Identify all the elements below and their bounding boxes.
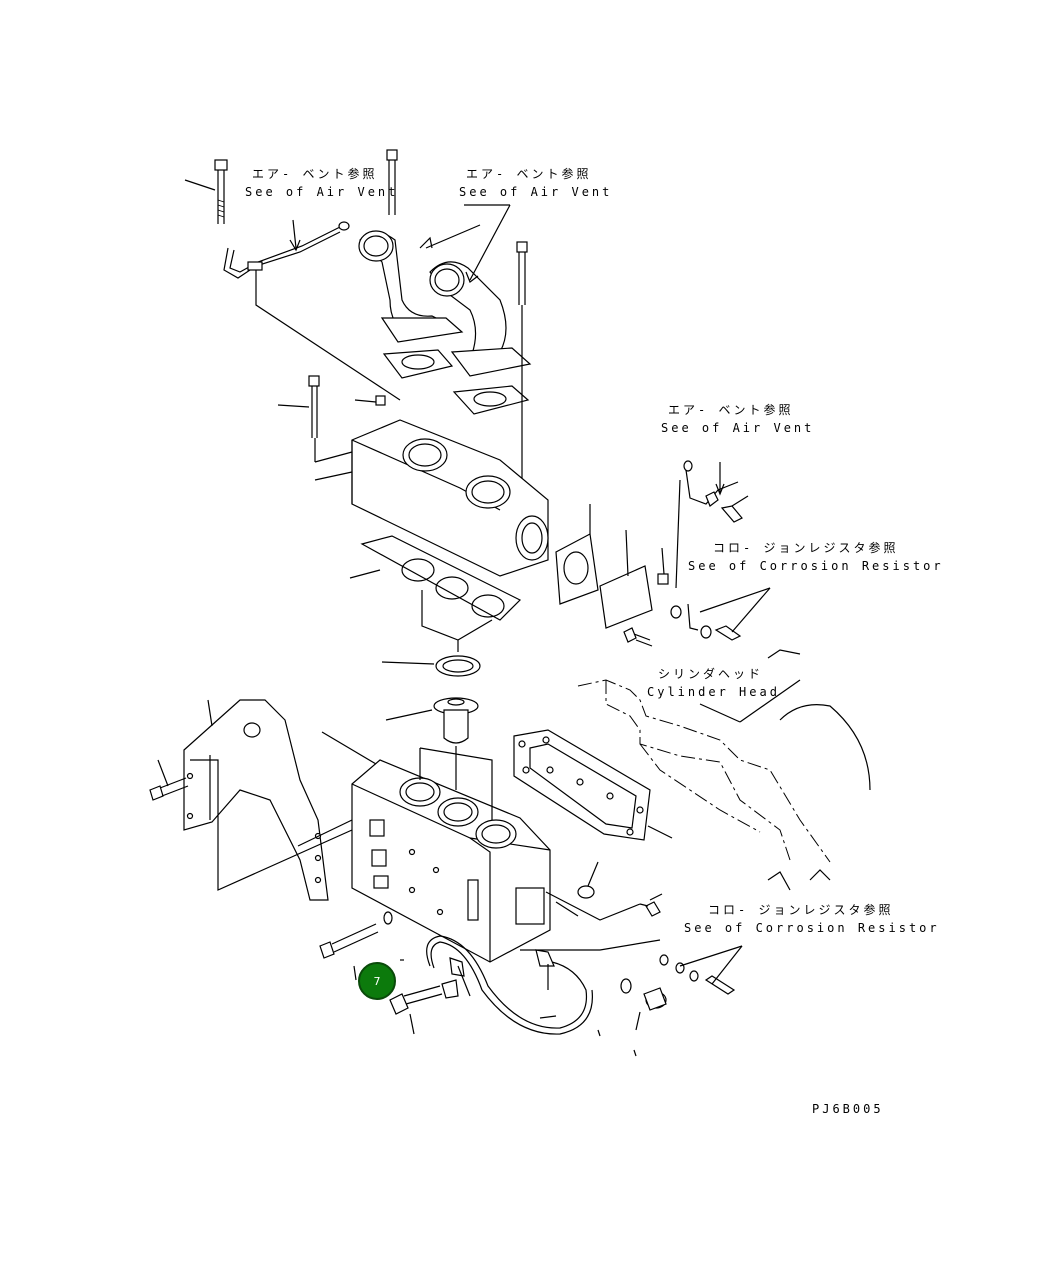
cylinder-head-label-en: Cylinder Head <box>647 685 780 699</box>
plug-bolt <box>597 978 667 1057</box>
bracket-bolt <box>149 759 189 801</box>
cylinder-head-outline <box>577 649 871 891</box>
corrosion-label-1-jp: コロ- ジョンレジスタ参照 <box>713 541 899 555</box>
corrosion-resistor-fittings-upper <box>670 587 771 641</box>
air-vent-tube <box>223 219 401 401</box>
drain-plug <box>555 861 599 917</box>
long-bolt <box>319 923 379 981</box>
top-left-bolt <box>184 159 228 224</box>
air-vent-label-1-en: See of Air Vent <box>245 185 399 199</box>
thermostat-housing-upper <box>277 375 549 577</box>
corrosion-resistor-fittings-lower <box>520 939 743 995</box>
air-vent-label-2-jp: エア- ベント参照 <box>466 167 592 181</box>
cylinder-head-label-jp: シリンダヘッド <box>658 667 764 681</box>
cover-plate <box>599 529 669 647</box>
air-vent-label-3-en: See of Air Vent <box>661 421 815 435</box>
drawing-code: PJ6B005 <box>812 1102 884 1116</box>
air-vent-fitting-right <box>675 460 749 589</box>
washer <box>383 911 404 961</box>
mounting-bracket <box>183 699 353 901</box>
side-gasket <box>513 729 673 841</box>
air-vent-label-3-jp: エア- ベント参照 <box>668 403 794 417</box>
sensor-cable <box>426 935 593 1035</box>
right-elbow-pipe <box>429 241 532 490</box>
left-elbow-pipe <box>358 149 464 379</box>
thermostat <box>385 697 479 790</box>
cover-gasket <box>555 504 599 605</box>
air-vent-label-1-jp: エア- ベント参照 <box>252 167 378 181</box>
corrosion-label-2-jp: コロ- ジョンレジスタ参照 <box>708 903 894 917</box>
part-callout-7[interactable]: 7 <box>358 962 396 1000</box>
corrosion-label-2-en: See of Corrosion Resistor <box>684 921 940 935</box>
air-vent-label-2-en: See of Air Vent <box>459 185 613 199</box>
side-bolt <box>545 891 663 921</box>
thermostat-housing-lower <box>321 731 551 963</box>
clamp-bolt <box>389 985 443 1035</box>
corrosion-label-1-en: See of Corrosion Resistor <box>688 559 944 573</box>
housing-gasket <box>349 535 522 652</box>
seal-ring <box>381 655 481 677</box>
